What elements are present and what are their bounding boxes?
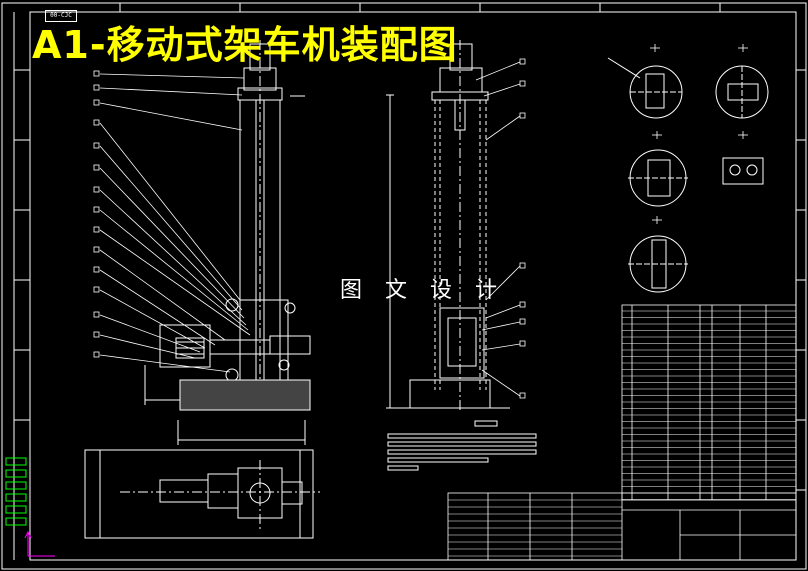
detail-view-markers <box>650 44 748 224</box>
detail-views <box>607 57 769 293</box>
front-view-balloons <box>93 70 100 358</box>
left-zone-ticks <box>13 12 30 560</box>
inner-frame <box>29 11 797 561</box>
drawing-title: A1-移动式架车机装配图 <box>32 23 458 67</box>
title-block-rows <box>448 499 622 557</box>
right-zone-ticks <box>796 69 806 491</box>
green-mark-stack <box>5 457 27 526</box>
plan-view <box>84 449 320 539</box>
title-block <box>447 492 797 561</box>
ucs-axis-icon <box>24 530 55 557</box>
side-view <box>386 40 510 410</box>
technical-notes <box>387 420 537 471</box>
front-view-leaders <box>99 73 251 373</box>
watermark-text: 图 文 设 计 <box>340 278 505 303</box>
sheet-code-label: 00-CJC <box>45 10 77 22</box>
parts-list-rows <box>622 310 796 500</box>
side-view-leaders <box>475 58 526 399</box>
top-zone-ticks <box>119 3 721 12</box>
parts-list-table <box>621 304 797 501</box>
front-view <box>144 40 311 445</box>
